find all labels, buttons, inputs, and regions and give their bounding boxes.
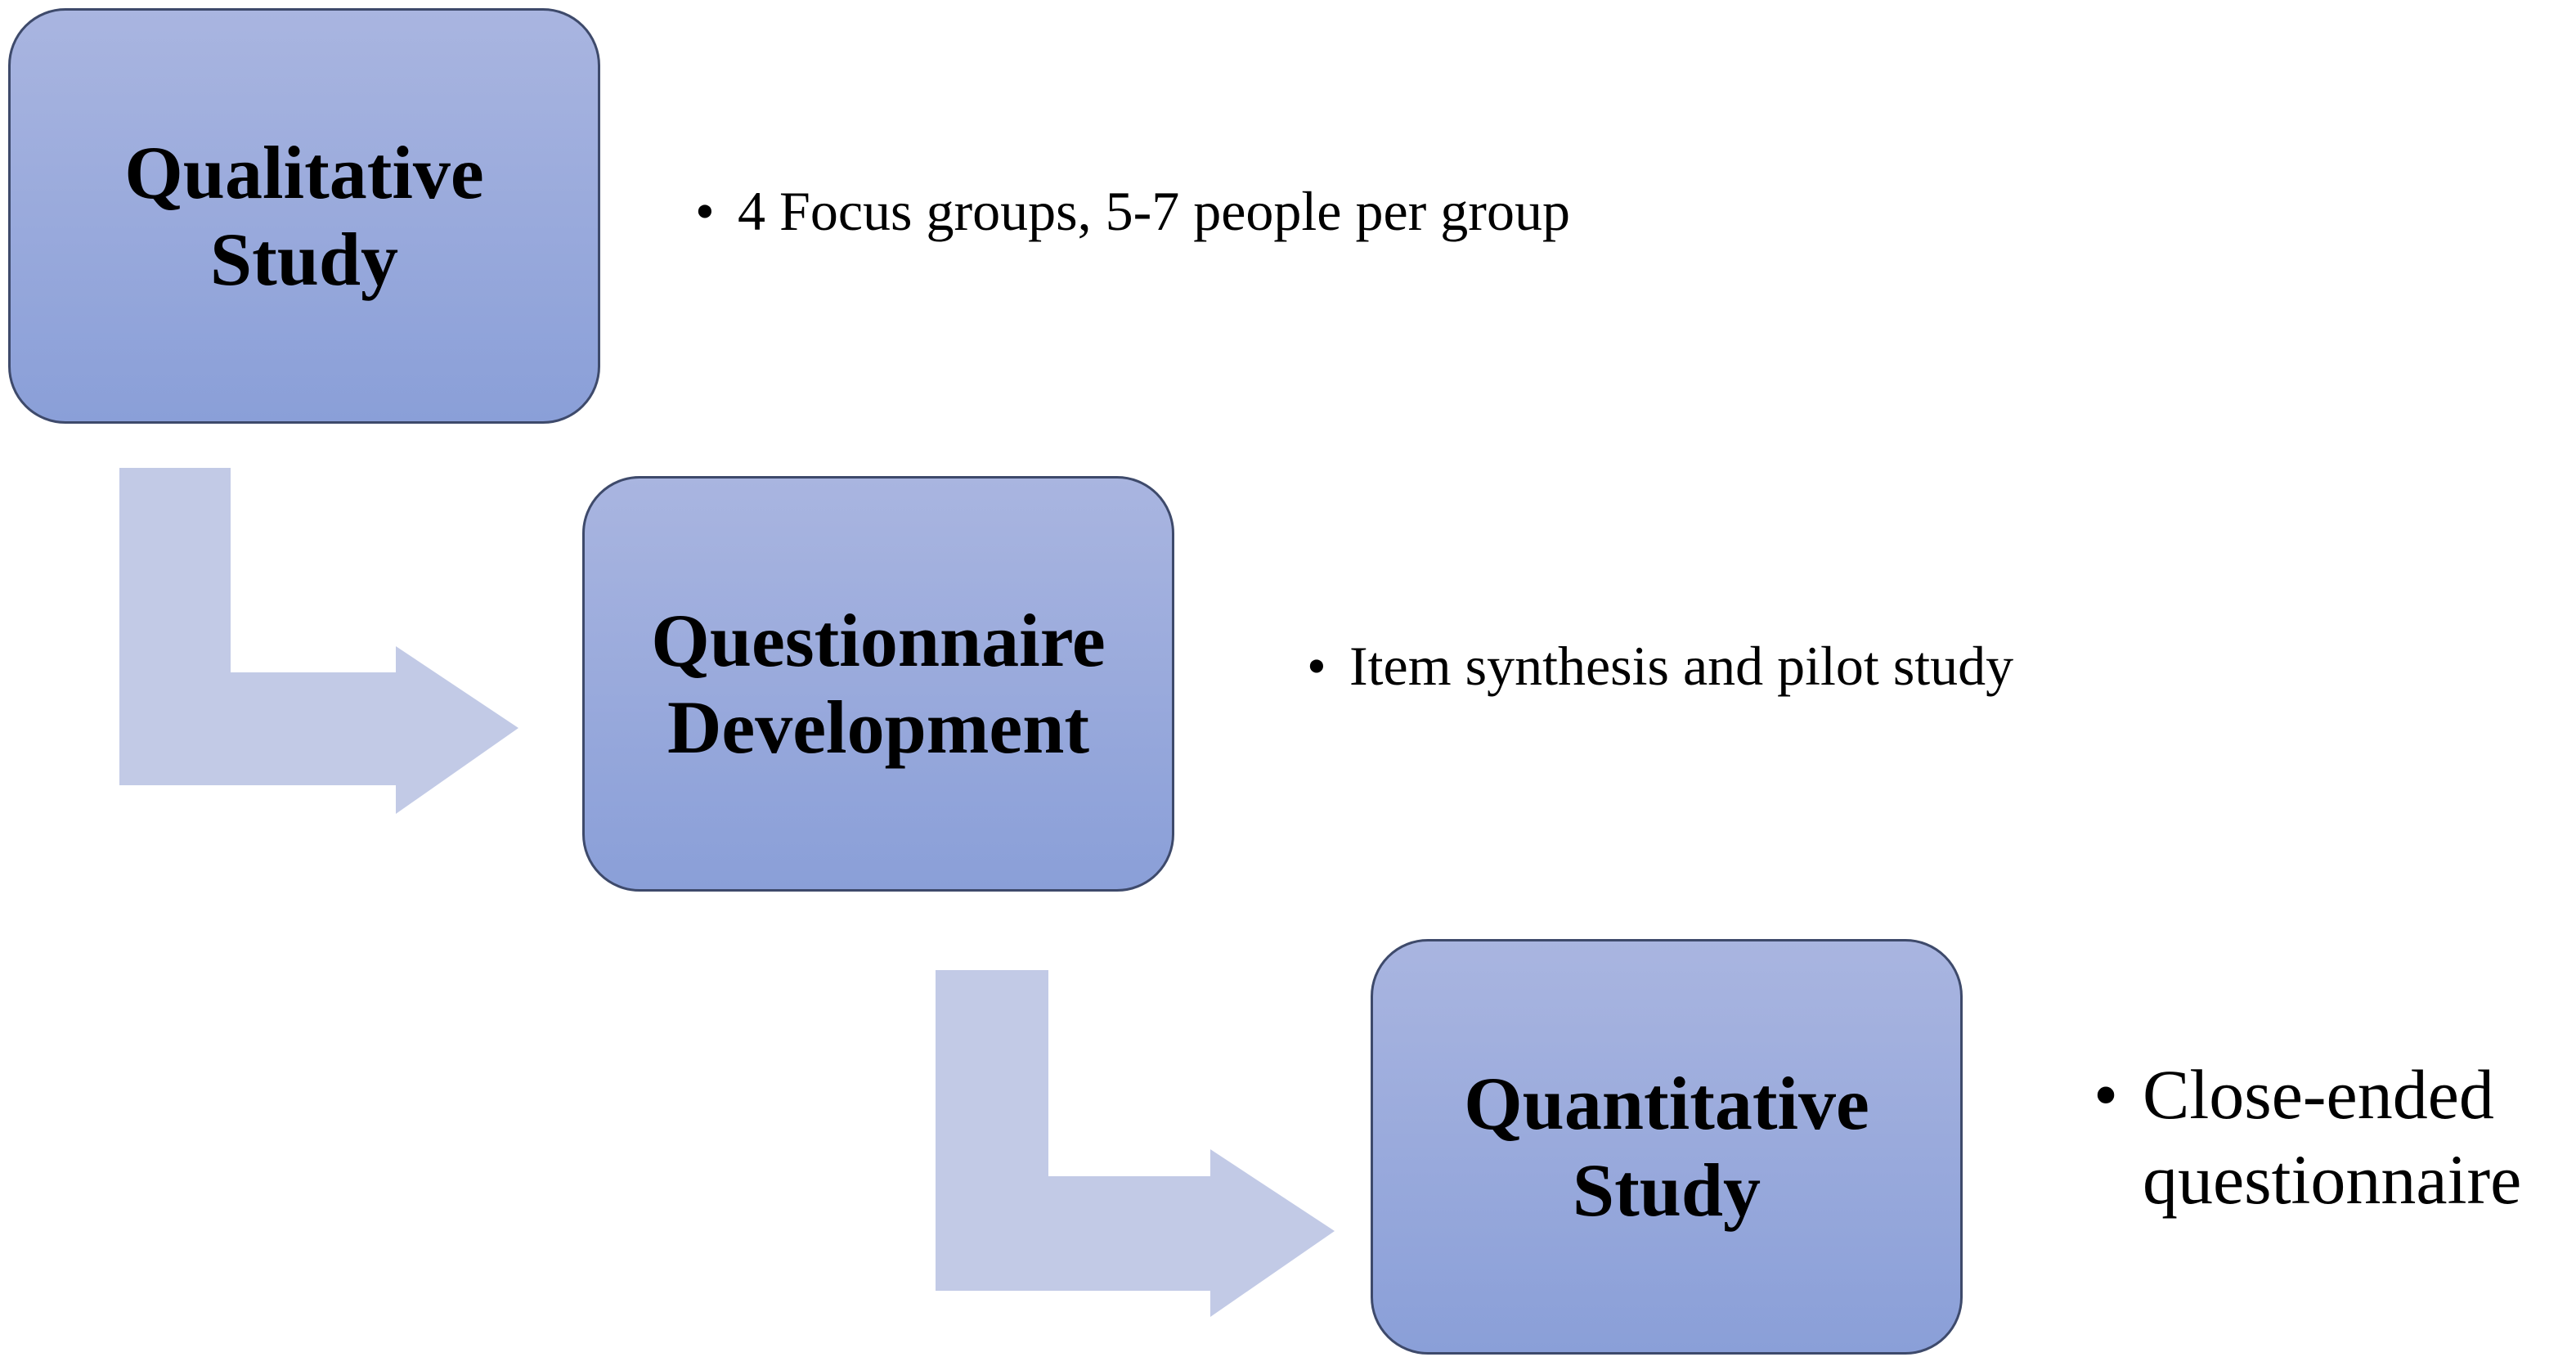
step-title-quantitative-study: Quantitative Study [1464, 1062, 1869, 1232]
bent-arrow-2 [936, 970, 1335, 1317]
bullet-dot: • [1307, 635, 1326, 697]
bullet-dot: • [2094, 1055, 2119, 1134]
step-box-quantitative-study: Quantitative Study [1371, 939, 1963, 1355]
step-box-qualitative-study: Qualitative Study [8, 8, 600, 424]
step-title-qualitative-study: Qualitative Study [124, 131, 484, 301]
bent-arrow-1 [119, 468, 518, 814]
bullet-text-qualitative-study: 4 Focus groups, 5-7 people per group [738, 180, 1570, 242]
step-title-questionnaire-development: Questionnaire Development [651, 599, 1106, 769]
bullet-text-questionnaire-development: Item synthesis and pilot study [1349, 635, 2014, 697]
bullet-questionnaire-development: • Item synthesis and pilot study [1307, 633, 2013, 699]
bullet-qualitative-study: • 4 Focus groups, 5-7 people per group [695, 178, 1570, 244]
bullet-text-quantitative-study: Close-ended questionnaire [2143, 1055, 2522, 1219]
bullet-quantitative-study: • Close-ended questionnaire [2094, 1052, 2521, 1222]
step-box-questionnaire-development: Questionnaire Development [582, 476, 1174, 892]
bullet-dot: • [695, 180, 715, 242]
